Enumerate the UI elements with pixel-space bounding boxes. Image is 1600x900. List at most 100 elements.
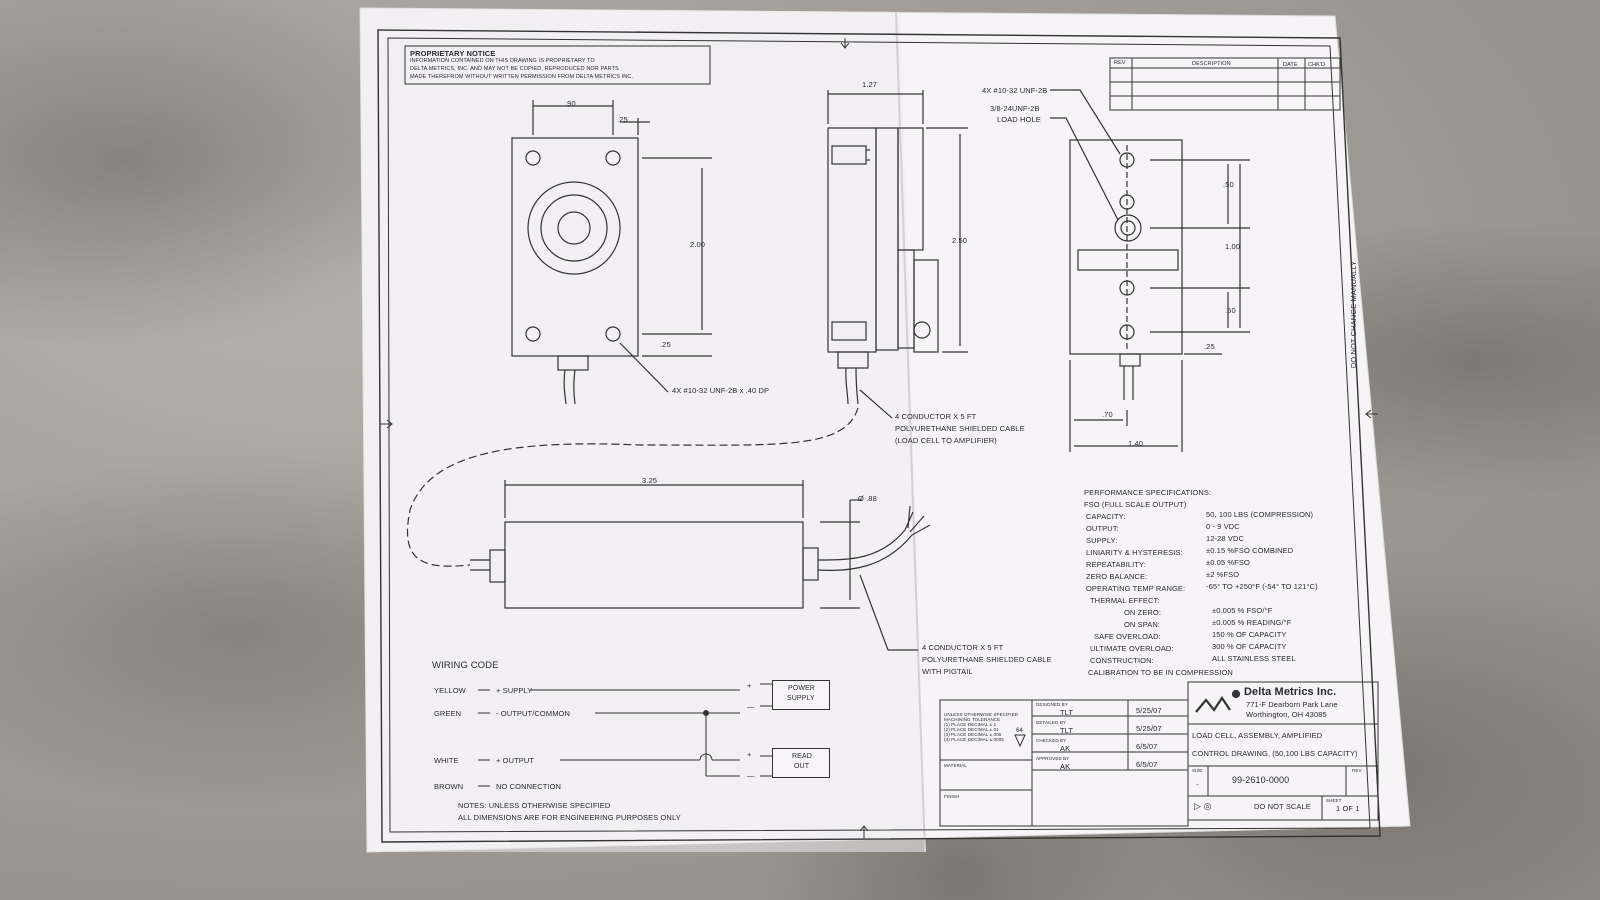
tolerance-line-3: (1) PLACE DECIMAL ±.1 — [944, 722, 997, 727]
front-callout: 4X #10-32 UNF-2B x .40 DP — [672, 386, 770, 395]
description-header: DESCRIPTION — [1192, 61, 1231, 67]
notice-title: PROPRIETARY NOTICE — [410, 49, 496, 58]
dim-front-090: .90 — [565, 99, 576, 108]
chkd-header: CHK'D — [1308, 62, 1326, 68]
spec-label: REPEATABILITY: — [1086, 560, 1146, 569]
tolerance-line-1: UNLESS OTHERWISE SPECIFIED — [944, 712, 1019, 717]
spec-value: 0 - 9 VDC — [1206, 522, 1240, 531]
side-cable-note-2: POLYURETHANE SHIELDED CABLE — [895, 424, 1025, 433]
spec-label: ULTIMATE OVERLOAD: — [1090, 644, 1174, 653]
spec-label: LINIARITY & HYSTERESIS: — [1086, 548, 1183, 557]
sign-name: AK — [1060, 762, 1071, 771]
amplifier-view — [470, 480, 931, 651]
finish-mark: 64 — [1016, 728, 1023, 734]
tolerance-line-4: (2) PLACE DECIMAL ±.01 — [944, 727, 999, 732]
ps-plus: + — [747, 681, 752, 690]
side-cable-note-3: (LOAD CELL TO AMPLIFIER) — [895, 436, 997, 445]
spec-value: ±0.005 % READING/°F — [1212, 618, 1292, 627]
right-callout-2: 3/8-24UNF-2B — [990, 104, 1040, 113]
dim-right-050-top: .50 — [1223, 180, 1234, 189]
specs-fso: FSO (FULL SCALE OUTPUT) — [1084, 500, 1187, 509]
spec-value: ALL STAINLESS STEEL — [1212, 654, 1296, 663]
sign-name: TLT — [1060, 726, 1074, 735]
wire-white-color: WHITE — [434, 756, 459, 765]
ro-plus: + — [747, 750, 752, 759]
sign-role: DESIGNED BY — [1036, 702, 1068, 707]
wire-green-color: GREEN — [434, 709, 462, 718]
spec-value: -65° TO +250°F (-54° TO 121°C) — [1206, 582, 1318, 591]
spec-label: CAPACITY: — [1086, 512, 1126, 521]
spec-label: THERMAL EFFECT: — [1090, 596, 1160, 605]
sign-role: DETAILED BY — [1036, 720, 1067, 725]
company-address-1: 771-F Dearborn Park Lane — [1246, 700, 1338, 709]
notice-line-1: INFORMATION CONTAINED ON THIS DRAWING IS… — [410, 58, 595, 64]
read-out-label-1: READ — [792, 753, 812, 760]
do-not-scale: DO NOT SCALE — [1254, 802, 1311, 811]
spec-value: 12-28 VDC — [1206, 534, 1245, 543]
sign-role: APPROVED BY — [1036, 756, 1070, 761]
tolerance-line-6: (4) PLACE DECIMAL ±.0005 — [944, 737, 1004, 742]
spec-value: ±0.15 %FSO COMBINED — [1206, 546, 1294, 555]
dim-side-127: 1.27 — [862, 80, 877, 89]
spec-value: ±0.05 %FSO — [1206, 558, 1250, 567]
sign-date: 6/5/07 — [1136, 760, 1158, 769]
company-name: Delta Metrics Inc. — [1244, 686, 1337, 698]
amp-cable-note-3: WITH PIGTAIL — [922, 667, 973, 676]
wire-yellow-color: YELLOW — [434, 686, 466, 695]
dim-front-025-top: .25 — [617, 115, 628, 124]
rev-label: REV — [1352, 768, 1362, 773]
sheet-value: 1 OF 1 — [1336, 804, 1360, 813]
drawing-title-1: LOAD CELL, ASSEMBLY, AMPLIFIED — [1192, 731, 1323, 740]
spec-value: 300 % OF CAPACITY — [1212, 642, 1287, 651]
side-view — [827, 90, 968, 419]
specs-calibration: CALIBRATION TO BE IN COMPRESSION — [1088, 668, 1233, 677]
specs-title: PERFORMANCE SPECIFICATIONS: — [1084, 488, 1212, 497]
wire-yellow-signal: + SUPPLY — [496, 686, 533, 695]
dim-amp-325: 3.25 — [642, 476, 657, 485]
drawing-number: 99-2610-0000 — [1232, 775, 1290, 785]
spec-label: ZERO BALANCE: — [1086, 572, 1148, 581]
notes-line-1: NOTES: UNLESS OTHERWISE SPECIFIED — [458, 801, 611, 810]
spec-label: ON ZERO: — [1124, 608, 1162, 617]
front-view — [511, 100, 712, 405]
right-callout-1: 4X #10-32 UNF-2B — [982, 86, 1048, 95]
view-symbols-icon: ▷ ◎ — [1194, 801, 1212, 811]
spec-label: CONSTRUCTION: — [1090, 656, 1154, 665]
amp-cable-note-2: POLYURETHANE SHIELDED CABLE — [922, 655, 1052, 664]
sign-name: TLT — [1060, 708, 1074, 717]
dim-right-100: 1.00 — [1225, 242, 1240, 251]
spec-value: 50, 100 LBS (COMPRESSION) — [1206, 510, 1314, 519]
dim-right-025: .25 — [1204, 342, 1215, 351]
sign-date: 5/25/07 — [1136, 706, 1162, 715]
dim-amp-dia: Ø .88 — [858, 494, 877, 503]
tolerance-block: UNLESS OTHERWISE SPECIFIED MACHINING TOL… — [944, 712, 1018, 742]
drawing-title-2: CONTROL DRAWING, (50,100 LBS CAPACITY) — [1192, 749, 1358, 758]
read-out-label-2: OUT — [794, 763, 810, 770]
amp-cable-note-1: 4 CONDUCTOR X 5 FT — [922, 643, 1004, 652]
wire-brown-color: BROWN — [434, 782, 464, 791]
dim-front-200: 2.00 — [690, 240, 705, 249]
sign-date: 5/25/07 — [1136, 724, 1162, 733]
company-logo — [1195, 689, 1241, 713]
ro-minus: — — [747, 771, 755, 780]
read-out-box: READ OUT — [772, 748, 830, 778]
tolerance-line-5: (3) PLACE DECIMAL ±.005 — [944, 732, 1002, 737]
right-view — [1050, 89, 1250, 452]
notice-line-2: DELTA METRICS, INC. AND MAY NOT BE COPIE… — [410, 66, 619, 72]
dim-front-025-bottom: .25 — [660, 340, 671, 349]
sign-role: CHECKED BY — [1036, 738, 1067, 743]
wire-brown-signal: NO CONNECTION — [496, 782, 562, 791]
spec-value: 150 % OF CAPACITY — [1212, 630, 1287, 639]
company-address-2: Worthington, OH 43085 — [1246, 710, 1327, 719]
sign-name: AK — [1060, 744, 1071, 753]
tolerance-line-2: MACHINING TOLERANCE — [944, 717, 1001, 722]
spec-value: ±0.005 % FSO/°F — [1212, 606, 1273, 615]
wiring-title: WIRING CODE — [432, 660, 499, 671]
spec-label: OUTPUT: — [1086, 524, 1119, 533]
title-block-frame — [939, 681, 1379, 827]
fold-line — [895, 11, 926, 853]
power-supply-box: POWER SUPPLY — [772, 680, 830, 710]
inner-border — [387, 37, 1371, 833]
material-label: MATERIAL — [944, 763, 967, 768]
notice-line-3: MADE THEREFROM WITHOUT WRITTEN PERMISSIO… — [410, 74, 634, 80]
